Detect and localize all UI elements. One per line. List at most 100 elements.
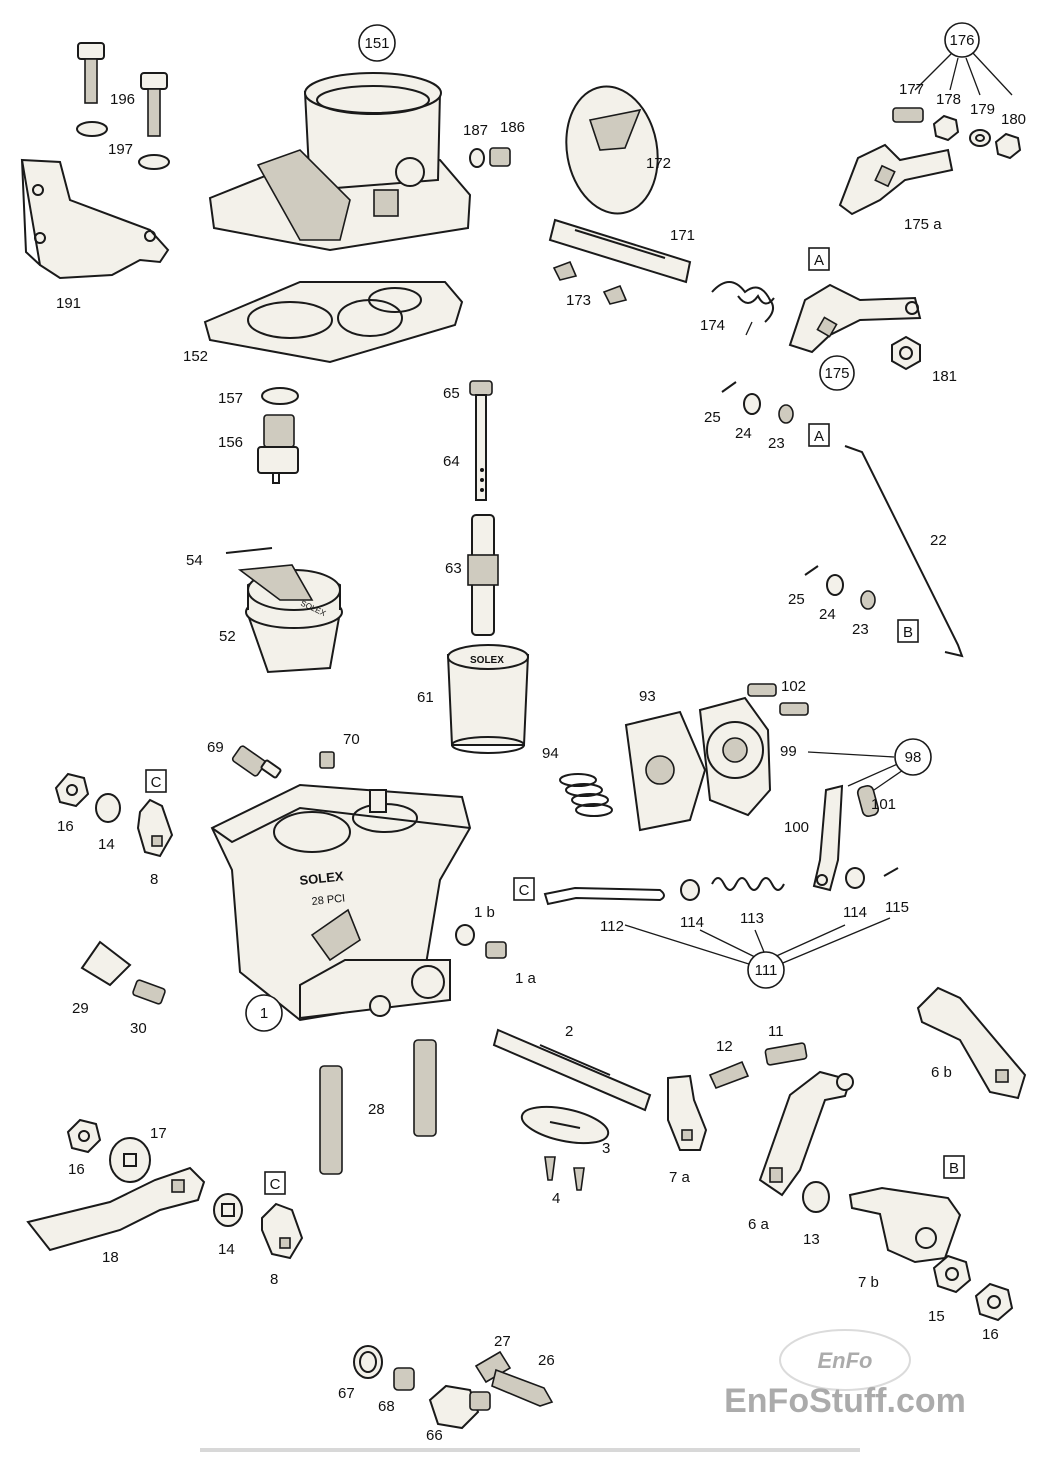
nut-16-lower-right: [974, 1282, 1014, 1322]
label-177: 177: [899, 81, 924, 98]
label-15: 15: [928, 1308, 945, 1325]
pump-cover-99: [698, 696, 772, 817]
label-186: 186: [500, 119, 525, 136]
label-197: 197: [108, 141, 133, 158]
box-C-lower: C: [264, 1171, 286, 1195]
screw-102: [747, 683, 809, 716]
part-labels: 196 197 191 187 186 152 157 156 54 52 65…: [56, 81, 1026, 1444]
svg-text:A: A: [814, 252, 824, 269]
label-67: 67: [338, 1385, 355, 1402]
label-101: 101: [871, 796, 896, 813]
label-68: 68: [378, 1398, 395, 1415]
pump-rod-112: [543, 886, 665, 906]
label-1b: 1 b: [474, 904, 495, 921]
label-54: 54: [186, 552, 203, 569]
label-112: 112: [600, 918, 624, 935]
air-horn-cover-151: [208, 72, 472, 252]
seal-67: [353, 1345, 383, 1379]
washer-1b: [455, 924, 475, 946]
label-17: 17: [150, 1125, 167, 1142]
box-A-upper: A: [808, 247, 830, 271]
lever-18: [26, 1166, 206, 1252]
bolt-196: [77, 42, 168, 137]
model-stamp-body: 28 PCI: [311, 893, 346, 908]
label-24-lower: 24: [819, 606, 836, 623]
label-157: 157: [218, 390, 243, 407]
label-7b: 7 b: [858, 1274, 879, 1291]
label-175a: 175 a: [904, 216, 942, 233]
washer-179: [969, 129, 991, 147]
plug-66: [428, 1384, 491, 1430]
washer-114: [680, 867, 865, 901]
spindle-171: [548, 218, 692, 284]
screw-177: [892, 107, 924, 123]
lever-175a: [838, 143, 954, 216]
callout-176: 176: [944, 22, 980, 58]
label-1a: 1 a: [515, 970, 537, 987]
label-16-upper: 16: [57, 818, 74, 835]
callout-1: 1: [245, 994, 283, 1032]
label-173: 173: [566, 292, 591, 309]
faint-caption-strip: [200, 1448, 860, 1452]
label-64: 64: [443, 453, 460, 470]
label-114b: 114: [843, 904, 867, 921]
label-8-upper: 8: [150, 871, 158, 888]
clip-washer-spring-lower: [804, 565, 876, 610]
venturi-61: [446, 644, 530, 754]
label-69: 69: [207, 739, 224, 756]
stamped-markings: SOLEX SOLEX SOLEX 28 PCI: [299, 599, 504, 908]
label-63: 63: [445, 560, 462, 577]
svg-text:175: 175: [824, 365, 849, 382]
label-11: 11: [768, 1023, 784, 1040]
spring-12: [708, 1060, 750, 1090]
label-30: 30: [130, 1020, 147, 1037]
label-16-lower-left: 16: [68, 1161, 85, 1178]
label-94: 94: [542, 745, 559, 762]
throttle-spindle-2: [492, 1028, 652, 1112]
choke-lever-175: [788, 283, 922, 354]
box-C-middle: C: [513, 877, 535, 901]
label-16-lower-right: 16: [982, 1326, 999, 1343]
screw-26: [491, 1368, 554, 1407]
choke-plate-172: [565, 85, 659, 215]
label-26: 26: [538, 1352, 555, 1369]
label-156: 156: [218, 434, 243, 451]
screw-1a: [485, 941, 507, 959]
lever-8-lower: [261, 1202, 304, 1260]
leader-lines: [624, 51, 1013, 966]
label-22: 22: [930, 532, 947, 549]
pin-101: [856, 784, 880, 818]
svg-text:C: C: [270, 1176, 281, 1193]
label-23-lower: 23: [852, 621, 869, 638]
spring-27: [474, 1350, 512, 1384]
label-152: 152: [183, 348, 208, 365]
pump-diaphragm-93: [624, 710, 707, 832]
pump-lever-100: [812, 784, 844, 892]
svg-text:111: 111: [755, 962, 778, 979]
svg-text:151: 151: [364, 35, 389, 52]
label-27: 27: [494, 1333, 511, 1350]
svg-text:EnFoStuff.com: EnFoStuff.com: [724, 1382, 966, 1420]
nut-16-lower-left: [66, 1118, 102, 1154]
label-180: 180: [1001, 111, 1026, 128]
label-6a: 6 a: [748, 1216, 770, 1233]
label-66: 66: [426, 1427, 443, 1444]
label-187: 187: [463, 122, 488, 139]
label-52: 52: [219, 628, 236, 645]
label-93: 93: [639, 688, 656, 705]
throttle-plate-3: [520, 1105, 610, 1145]
label-18: 18: [102, 1249, 119, 1266]
label-99: 99: [780, 743, 797, 760]
screw-11: [764, 1042, 808, 1066]
clip-115: [883, 867, 899, 877]
washer-17: [109, 1137, 151, 1183]
label-70: 70: [343, 731, 360, 748]
pump-spring-94: [559, 773, 613, 817]
emulsion-tube-63-64-65: [467, 380, 499, 636]
label-4: 4: [552, 1190, 560, 1207]
lever-7a: [667, 1074, 708, 1151]
label-181: 181: [932, 368, 957, 385]
lever-8-upper: [136, 798, 174, 858]
gasket-152: [203, 281, 464, 364]
washer-13: [802, 1181, 830, 1213]
